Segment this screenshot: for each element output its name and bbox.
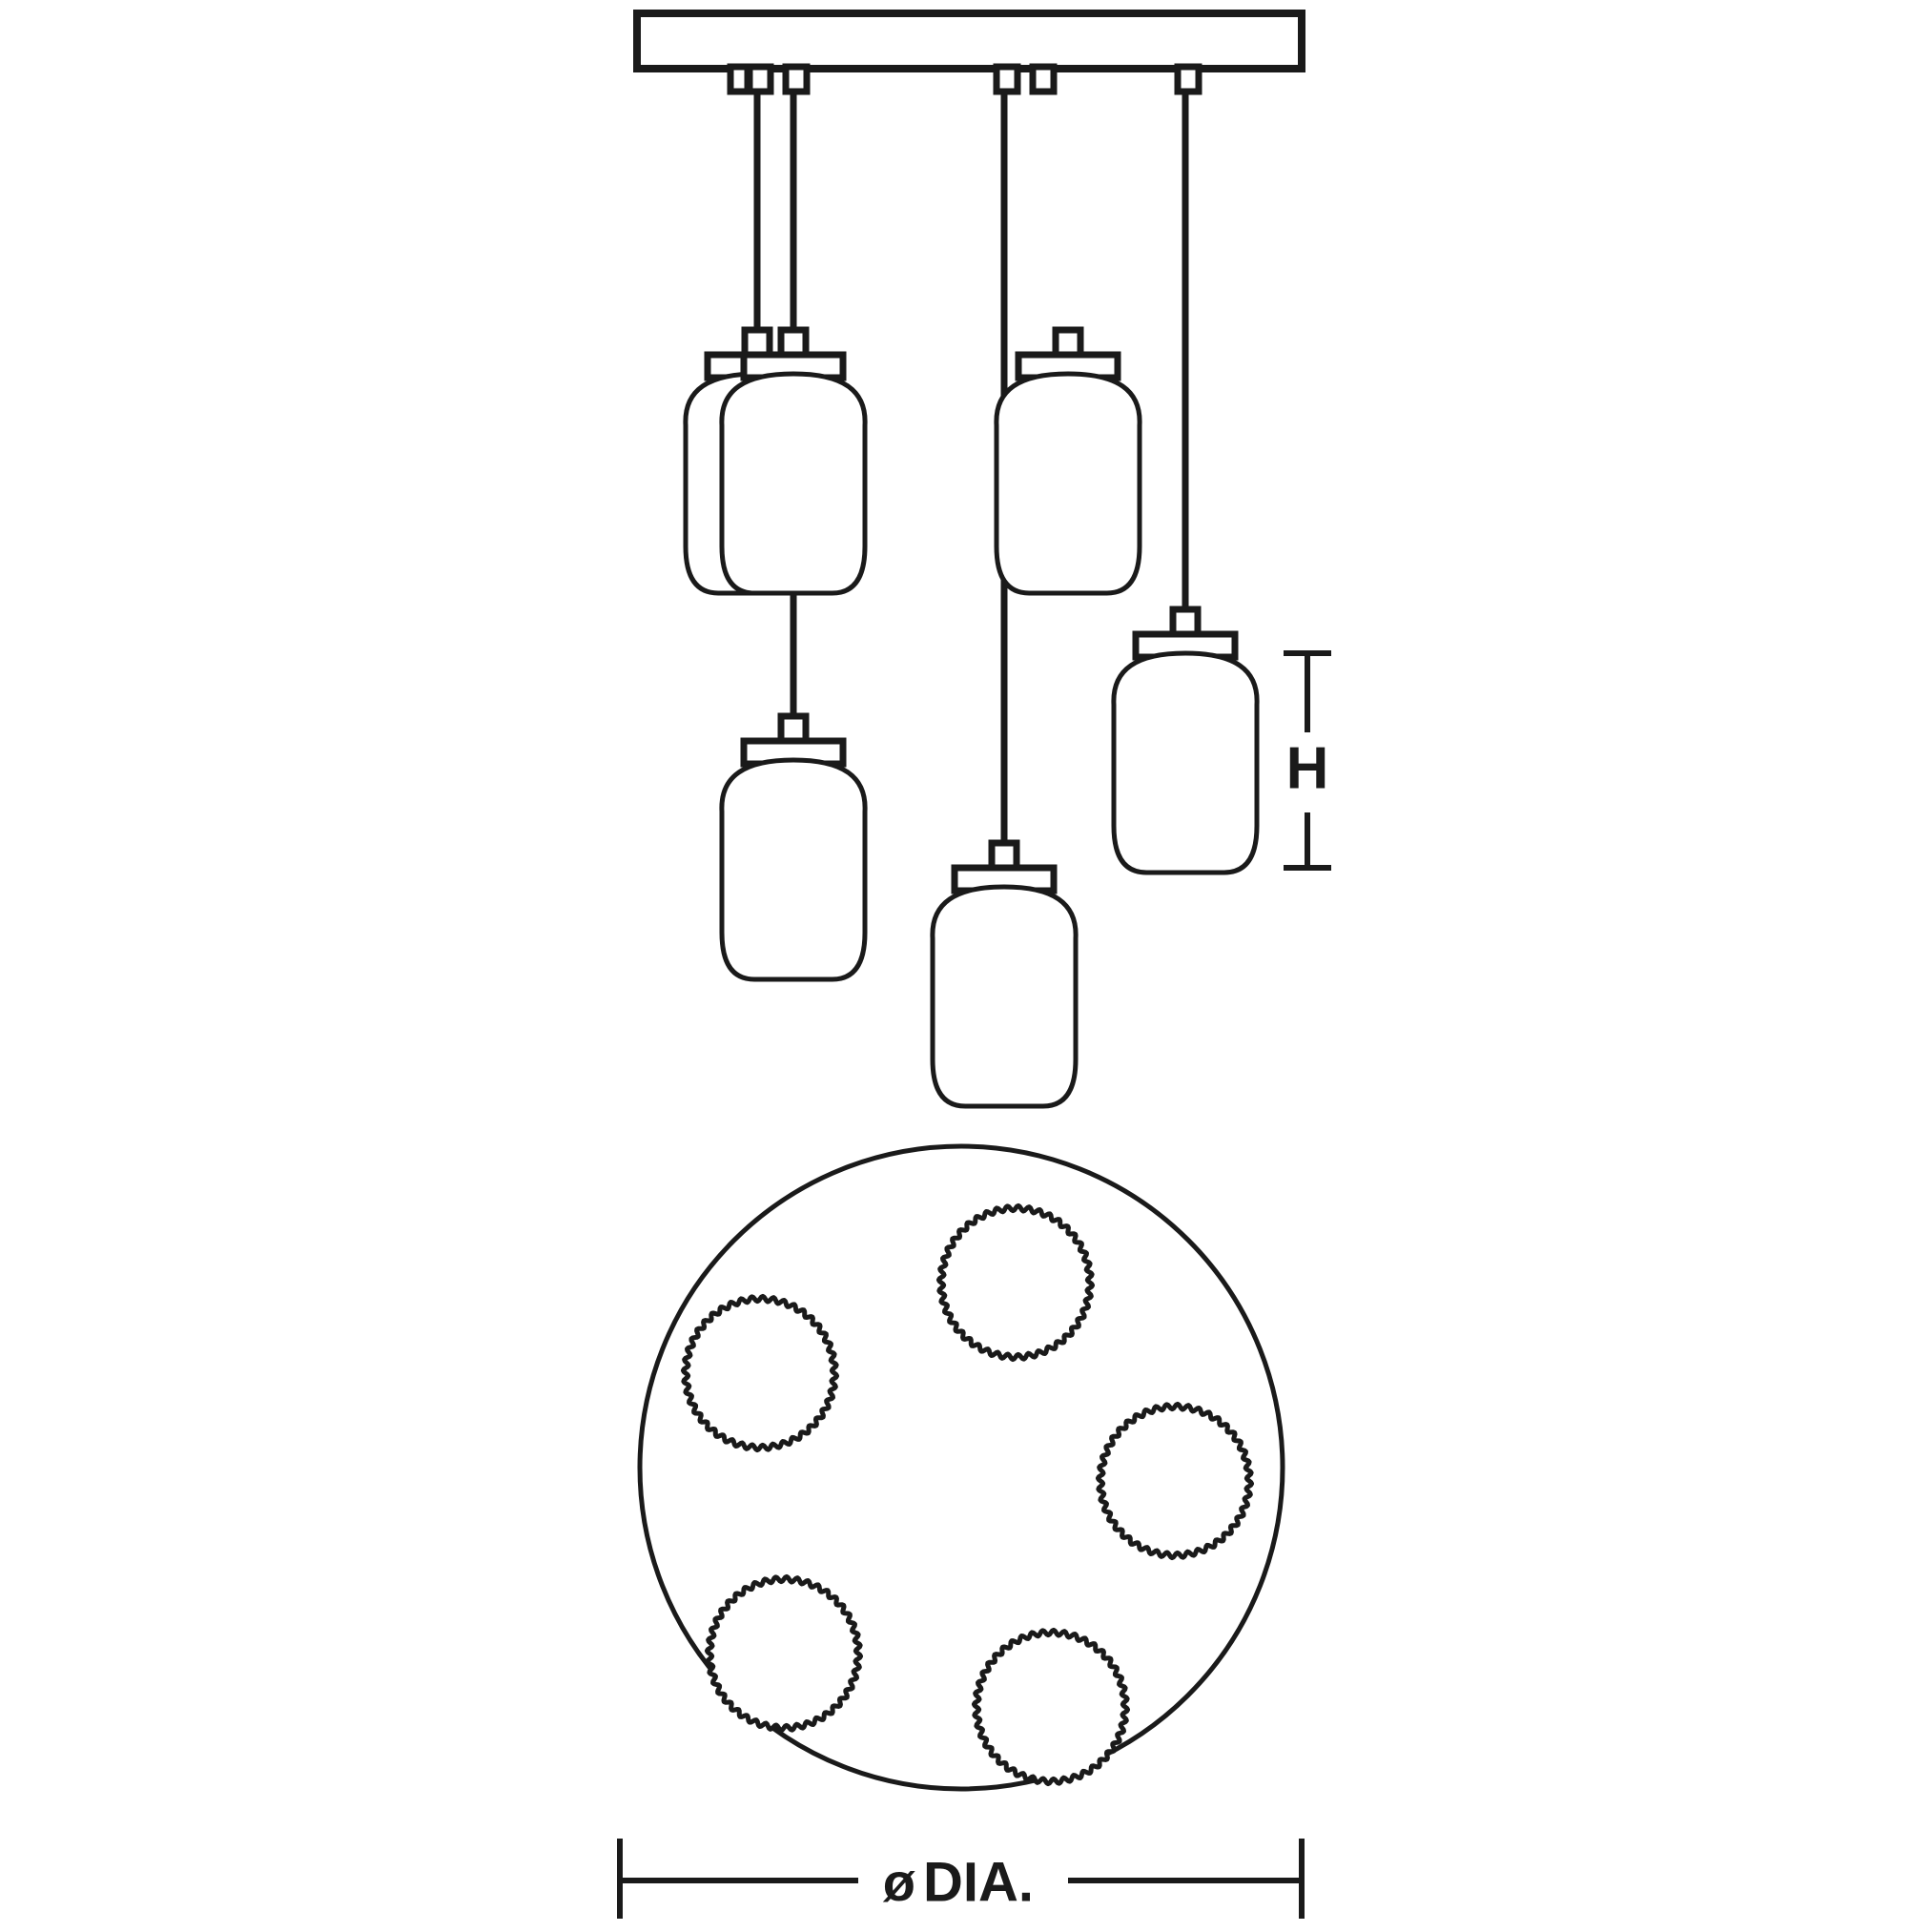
- pendant-4: [994, 326, 1142, 596]
- pendant-4-shade: [994, 371, 1142, 596]
- cord-entry-block-6: [1174, 63, 1202, 95]
- cord-entry-block-5: [1029, 63, 1058, 95]
- ceiling-canopy-plate: [633, 10, 1305, 72]
- cord-entry-block-4: [993, 63, 1021, 95]
- cord-entry-block-3: [782, 63, 811, 95]
- height-dimension-label: H: [1286, 735, 1329, 801]
- pendant-3-shade: [719, 757, 868, 982]
- plan-shade-2: [680, 1293, 840, 1453]
- diameter-symbol: ø: [883, 1852, 915, 1912]
- diameter-dimension: [617, 1839, 1305, 1919]
- pendant-3: [719, 712, 868, 982]
- height-dimension: [1284, 650, 1331, 871]
- canopy-cord-entry-blocks: [727, 63, 1202, 95]
- plan-view: [637, 1143, 1285, 1792]
- canopy-plate-body: [633, 10, 1305, 72]
- plan-shade-3: [1095, 1401, 1255, 1561]
- pendant-5: [930, 839, 1079, 1109]
- cord-entry-block-1: [727, 63, 751, 95]
- cord-entry-block-2: [746, 63, 774, 95]
- diameter-dimension-label: DIA.: [923, 1851, 1034, 1913]
- pendant-6-shade: [1111, 650, 1260, 875]
- pendant-5-shade: [930, 884, 1079, 1109]
- elevation-view: [633, 10, 1305, 1109]
- plan-shade-5: [971, 1627, 1131, 1787]
- pendant-2-shade: [719, 371, 868, 596]
- plan-shade-1: [935, 1202, 1096, 1363]
- plan-shade-4: [704, 1573, 864, 1734]
- pendant-6: [1111, 606, 1260, 875]
- pendant-2: [719, 326, 868, 596]
